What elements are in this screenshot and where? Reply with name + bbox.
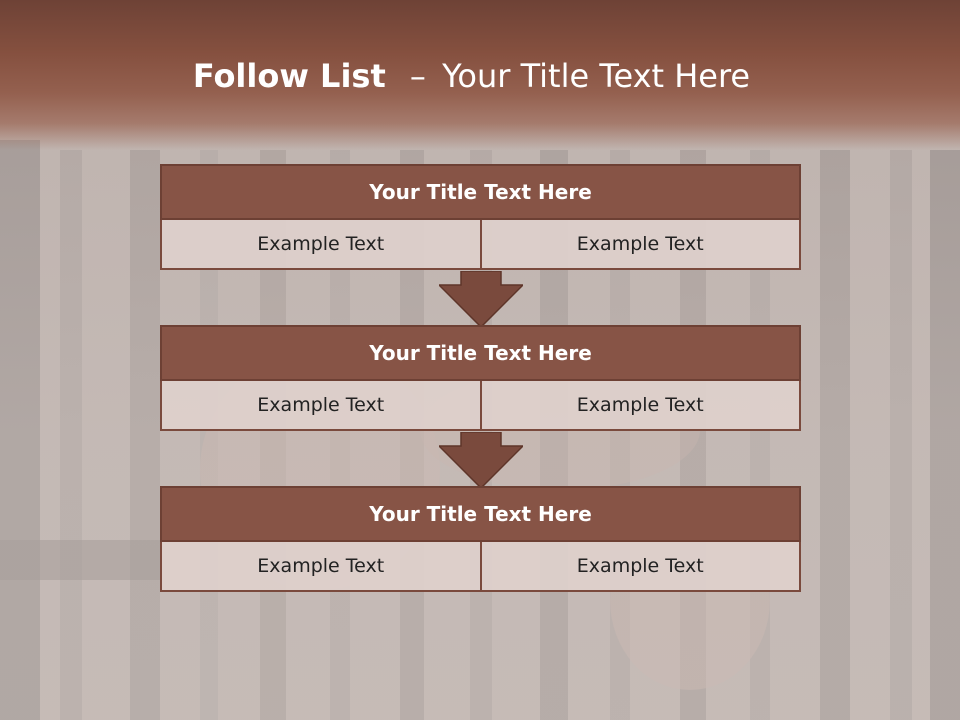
title-separator: – bbox=[409, 57, 426, 95]
down-arrow-icon bbox=[439, 432, 523, 488]
title-bold: Follow List bbox=[192, 57, 386, 95]
block-cell-right: Example Text bbox=[479, 381, 801, 431]
block-cell-right: Example Text bbox=[479, 542, 801, 592]
title-band bbox=[0, 0, 960, 150]
block-cells: Example Text Example Text bbox=[160, 220, 801, 270]
block-cell-left: Example Text bbox=[160, 381, 480, 431]
list-block-3: Your Title Text Here Example Text Exampl… bbox=[160, 486, 801, 592]
down-arrow-icon bbox=[439, 271, 523, 327]
slide-title: Follow List – Your Title Text Here bbox=[0, 56, 943, 96]
list-block-1: Your Title Text Here Example Text Exampl… bbox=[160, 164, 801, 270]
title-rest: Your Title Text Here bbox=[442, 57, 751, 95]
block-title: Your Title Text Here bbox=[160, 325, 801, 381]
block-cell-left: Example Text bbox=[160, 542, 480, 592]
block-cells: Example Text Example Text bbox=[160, 542, 801, 592]
block-cell-left: Example Text bbox=[160, 220, 480, 270]
block-cells: Example Text Example Text bbox=[160, 381, 801, 431]
block-title: Your Title Text Here bbox=[160, 164, 801, 220]
block-title: Your Title Text Here bbox=[160, 486, 801, 542]
list-block-2: Your Title Text Here Example Text Exampl… bbox=[160, 325, 801, 431]
block-cell-right: Example Text bbox=[479, 220, 801, 270]
